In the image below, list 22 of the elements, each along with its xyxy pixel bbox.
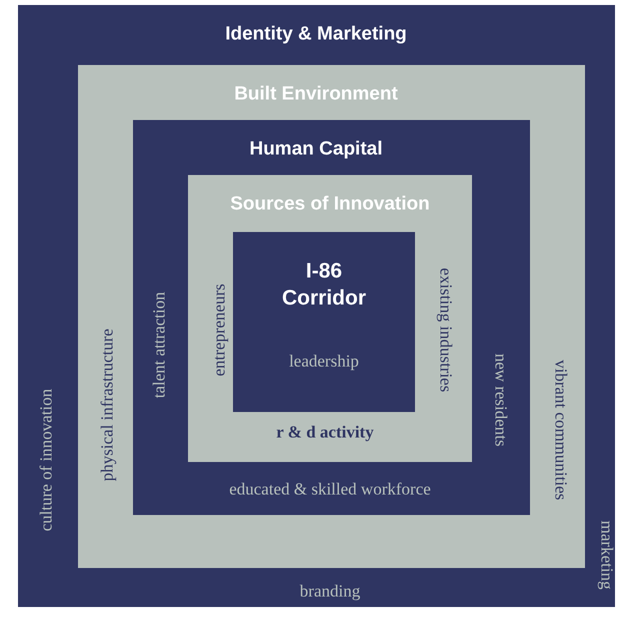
band-label: vibrant communities — [550, 360, 570, 500]
band-label: entrepreneurs — [210, 284, 230, 376]
band-label: existing industries — [436, 268, 454, 392]
band-label: culture of innovation — [38, 388, 56, 532]
band-label: r & d activity — [276, 424, 374, 442]
band-heading: Sources of Innovation — [230, 194, 430, 216]
band-label: marketing — [596, 520, 616, 590]
band-label: leadership — [289, 352, 359, 372]
band-label: new residents — [490, 354, 510, 446]
square-band — [78, 65, 585, 568]
center-square — [233, 232, 415, 412]
band-heading: Built Environment — [234, 84, 398, 106]
center-title: I-86 Corridor — [281, 258, 367, 312]
band-label: educated & skilled workforce — [229, 480, 431, 500]
band-heading: Human Capital — [249, 140, 383, 160]
band-label: talent attraction — [150, 292, 170, 398]
band-label: branding — [300, 582, 360, 602]
band-heading: Identity & Marketing — [225, 24, 407, 46]
square-band — [133, 120, 530, 515]
square-band — [188, 175, 472, 462]
band-label: physical infrastructure — [98, 328, 118, 482]
square-band — [18, 5, 615, 607]
